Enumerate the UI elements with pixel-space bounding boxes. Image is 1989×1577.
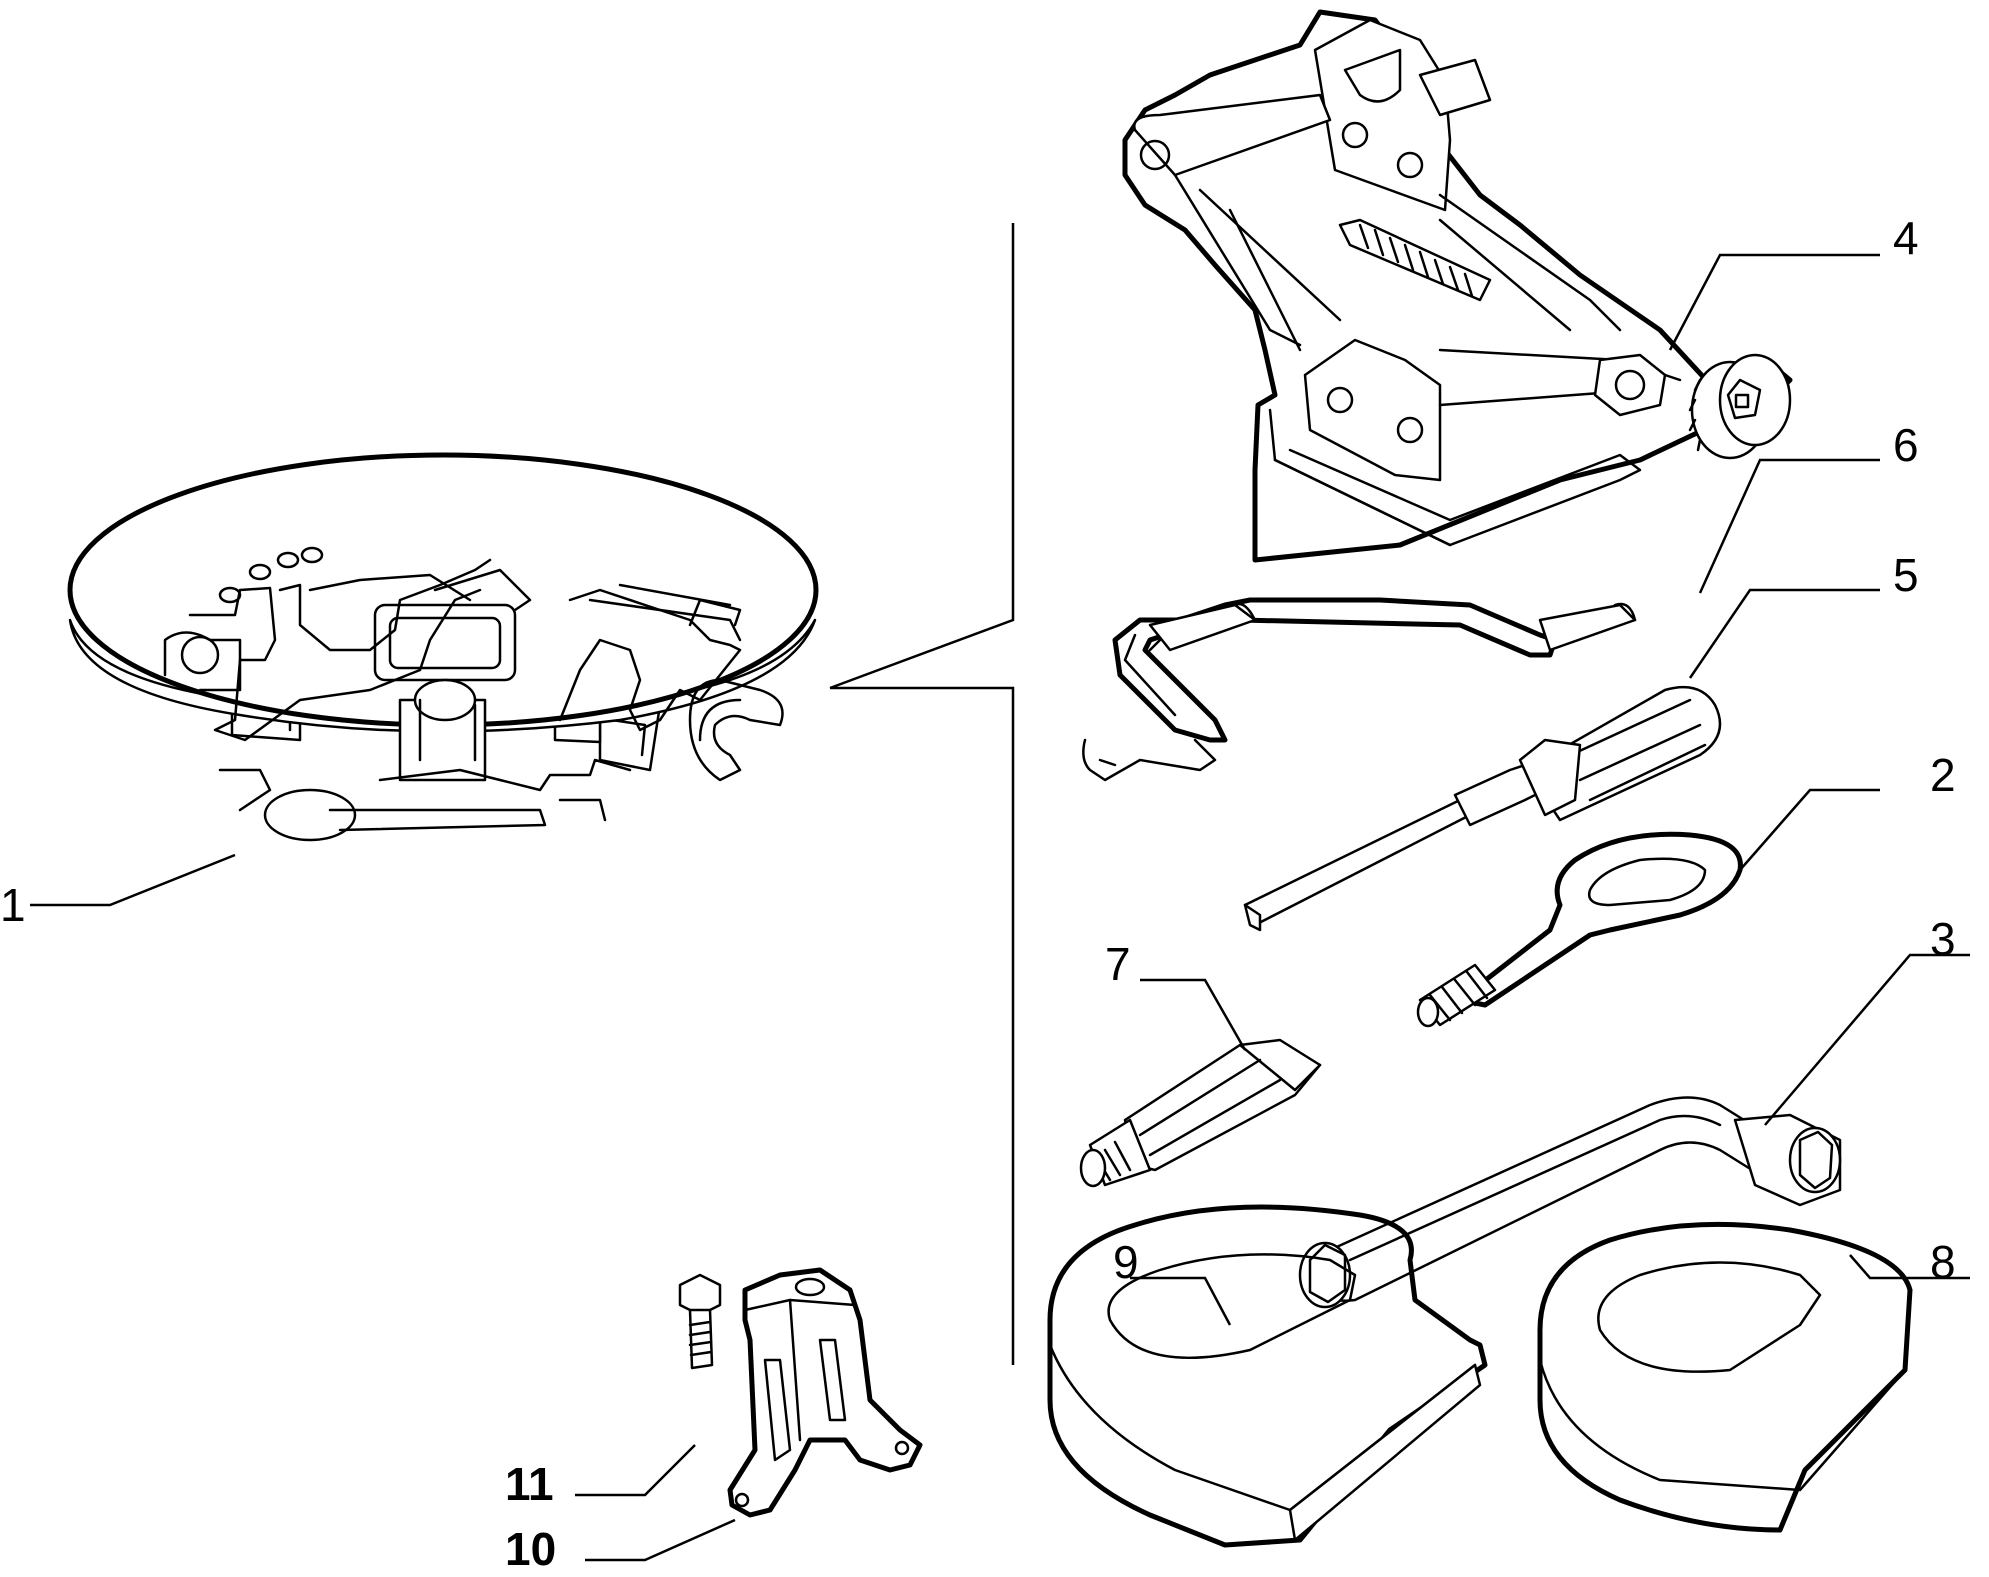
group-divider xyxy=(829,223,1015,1365)
callout-8: 8 xyxy=(1930,1236,1956,1288)
callout-3: 3 xyxy=(1930,913,1956,965)
part-4-scissor-jack xyxy=(1122,9,1793,563)
leader-lines xyxy=(30,253,1970,1562)
callout-5: 5 xyxy=(1893,549,1919,601)
part-3-wheel-wrench xyxy=(1298,1096,1842,1309)
callout-1: 1 xyxy=(0,879,26,931)
part-11-bolt xyxy=(678,1273,722,1370)
part-10-bracket xyxy=(727,1267,923,1518)
part-2-wheel-bolt xyxy=(1416,831,1743,1028)
callout-6: 6 xyxy=(1893,419,1919,471)
part-8-spacer-ring xyxy=(1537,1221,1913,1533)
callout-2: 2 xyxy=(1930,749,1956,801)
callout-4: 4 xyxy=(1893,212,1919,264)
callout-11: 11 xyxy=(505,1458,554,1510)
part-7-pin xyxy=(1079,1038,1322,1188)
part-6-crank-handle xyxy=(1082,597,1637,782)
part-9-spacer-ring xyxy=(1047,1204,1488,1548)
part-1-tool-tray xyxy=(67,452,819,842)
callout-7: 7 xyxy=(1105,938,1131,990)
callout-10: 10 xyxy=(505,1523,556,1575)
part-5-screwdriver xyxy=(1243,685,1722,932)
callout-9: 9 xyxy=(1113,1236,1139,1288)
